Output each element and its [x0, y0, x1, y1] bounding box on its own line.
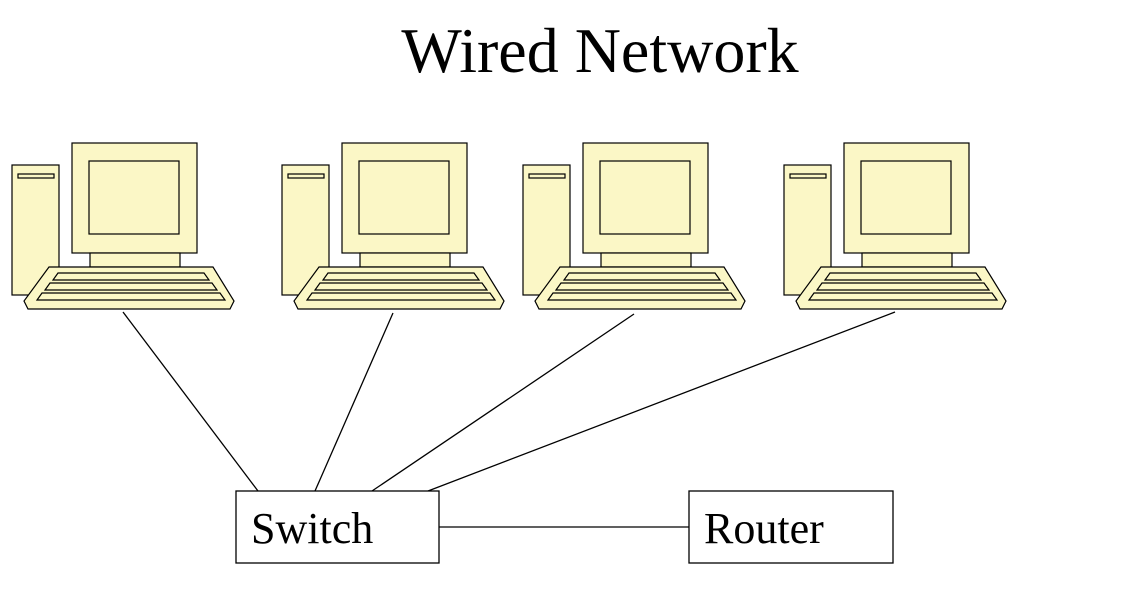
- switch-node: Switch: [235, 490, 440, 564]
- computer-3: [522, 142, 746, 310]
- computer-4: [783, 142, 1007, 310]
- desktop-computer-icon: [783, 142, 1007, 310]
- link-computer-4-switch: [427, 311, 896, 492]
- router-node: Router: [688, 490, 894, 564]
- router-label: Router: [704, 504, 824, 553]
- switch-label: Switch: [251, 504, 373, 553]
- switch-box: [235, 490, 440, 564]
- desktop-computer-icon: [522, 142, 746, 310]
- router-box: [688, 490, 894, 564]
- computer-2: [281, 142, 505, 310]
- link-computer-2-switch: [314, 312, 394, 492]
- diagram-title: Wired Network: [401, 15, 798, 86]
- desktop-computer-icon: [11, 142, 235, 310]
- computers: [11, 142, 1007, 310]
- connections: [122, 311, 896, 528]
- desktop-computer-icon: [281, 142, 505, 310]
- link-computer-1-switch: [122, 311, 259, 492]
- computer-1: [11, 142, 235, 310]
- link-computer-3-switch: [371, 313, 635, 492]
